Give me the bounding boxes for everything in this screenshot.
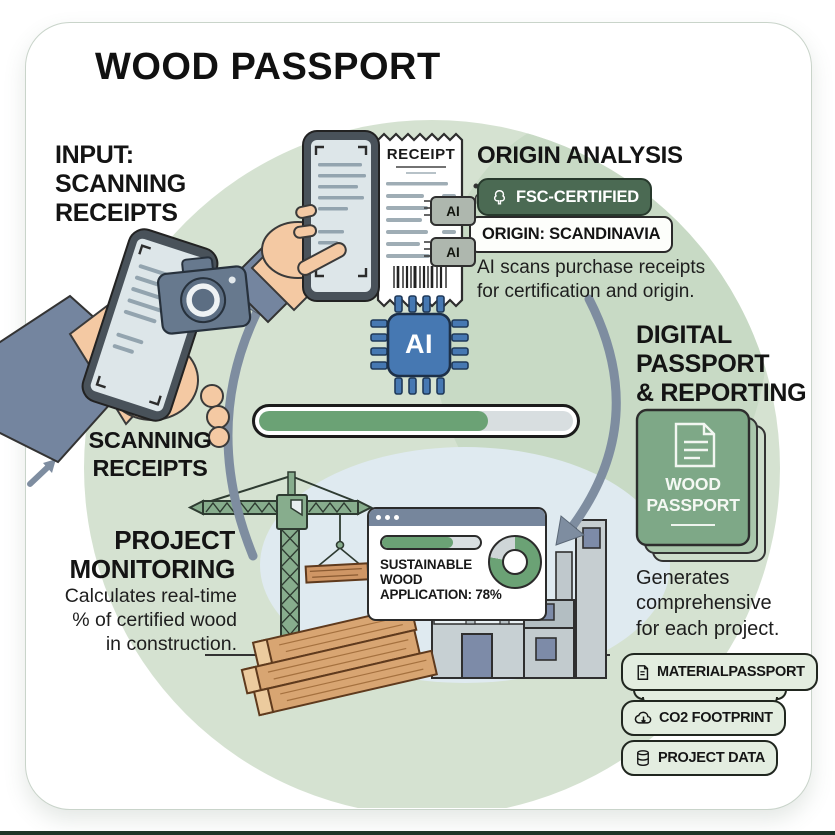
origin-analysis-heading: ORIGIN ANALYSIS <box>477 142 683 169</box>
wood-passport-stack <box>635 408 766 562</box>
document-icon <box>637 664 649 680</box>
database-icon <box>637 750 649 766</box>
scanning-receipts-label: SCANNING RECEIPTS <box>88 427 212 481</box>
cloud-download-icon <box>634 711 652 724</box>
fsc-certified-badge: FSC-CERTIFIED <box>477 178 652 216</box>
digital-passport-description: Generates comprehensive for each project… <box>636 567 780 640</box>
ai-chip-small: AI <box>430 237 476 267</box>
main-progress-bar <box>252 404 580 438</box>
hanging-plank <box>304 562 370 584</box>
bottom-edge <box>0 831 835 835</box>
scanning-hand-illustration <box>226 130 380 324</box>
right-cycle-arrow <box>555 294 621 546</box>
barcode <box>393 266 447 288</box>
project-data-badge: PROJECT DATA <box>621 740 779 776</box>
wood-pile-illustration <box>240 605 439 717</box>
project-monitoring-description: Calculates real-time % of certified wood… <box>64 585 237 655</box>
input-hand-illustration <box>0 228 252 464</box>
origin-description: AI scans purchase receipts for certifica… <box>477 257 706 302</box>
browser-title-bar <box>369 509 545 526</box>
dashboard-window: SUSTAINABLE WOOD APPLICATION: 78% <box>367 507 547 621</box>
tree-icon <box>493 189 506 205</box>
progress-fill <box>259 411 489 431</box>
document-icon <box>674 422 716 468</box>
material-passport-badge: MATERIALPASSPORT <box>621 653 818 691</box>
receipt-title: RECEIPT <box>386 146 456 163</box>
divider <box>671 523 715 527</box>
ai-chip-icon <box>370 295 469 395</box>
window-dot <box>376 515 381 520</box>
window-dot <box>394 515 399 520</box>
input-heading: INPUT: SCANNING RECEIPTS <box>55 141 186 227</box>
wood-application-donut-chart <box>488 535 542 589</box>
wood-passport-card-title: WOOD PASSPORT <box>637 474 749 527</box>
window-dot <box>385 515 390 520</box>
ai-chip-small: AI <box>430 196 476 226</box>
digital-passport-heading: DIGITAL PASSPORT & REPORTING <box>636 321 807 407</box>
page-title: WOOD PASSPORT <box>95 46 441 88</box>
dashboard-progress-fill <box>382 537 453 548</box>
dashboard-progress-bar <box>380 535 482 550</box>
crane-illustration <box>187 471 374 660</box>
project-monitoring-heading: PROJECT MONITORING <box>69 525 235 585</box>
dashboard-text: SUSTAINABLE WOOD APPLICATION: 78% <box>380 557 502 602</box>
camera-icon <box>157 256 252 335</box>
ai-chip-label: AI <box>405 328 433 359</box>
small-arrow <box>27 459 56 487</box>
origin-badge: ORIGIN: SCANDINAVIA <box>469 216 674 253</box>
co2-footprint-badge: CO2 FOOTPRINT <box>621 700 786 736</box>
